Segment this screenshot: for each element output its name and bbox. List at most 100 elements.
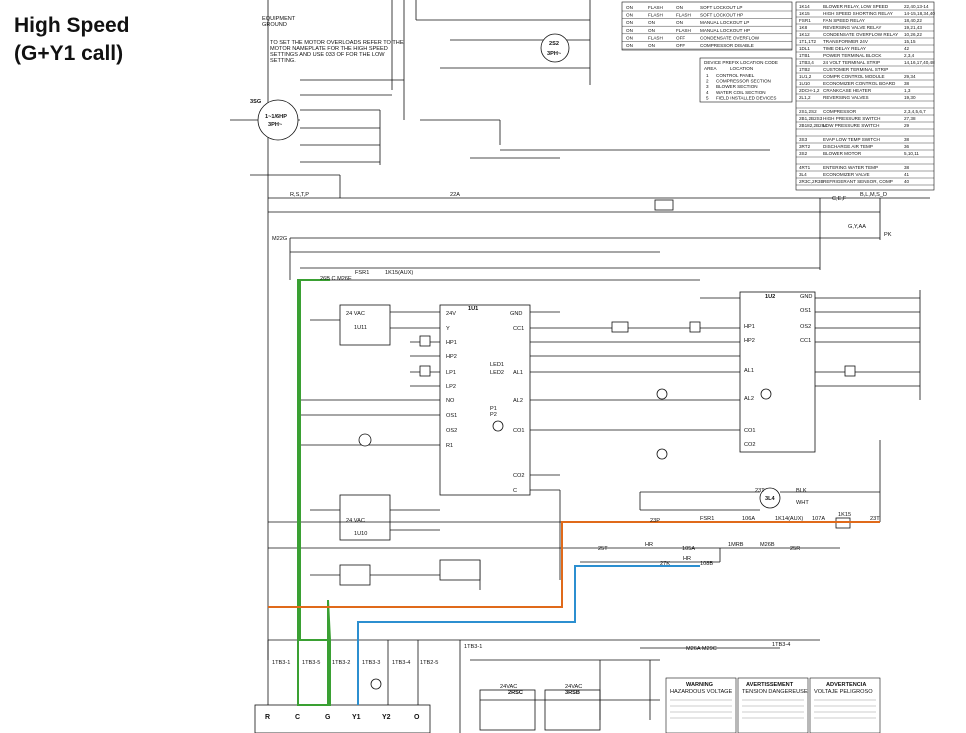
svg-text:2S2: 2S2: [549, 41, 559, 47]
svg-text:1TB3-1: 1TB3-1: [464, 644, 482, 650]
legend-table-cell: 1U10: [799, 81, 810, 86]
legend-table-cell: BLOWER RELAY, LOW SPEED: [823, 4, 889, 9]
status-table-cell: ON: [648, 43, 655, 48]
svg-text:1U10: 1U10: [354, 531, 367, 537]
svg-text:C: C: [513, 488, 517, 494]
svg-text:3RSB: 3RSB: [565, 690, 580, 696]
svg-text:108B: 108B: [700, 561, 713, 567]
svg-text:CC1: CC1: [513, 326, 524, 332]
relay-coil-1K12: [654, 199, 674, 211]
svg-text:1U1: 1U1: [468, 306, 478, 312]
svg-text:GND: GND: [510, 311, 522, 317]
overload-note: TO SET THE MOTOR OVERLOADS REFER TO THE: [270, 40, 404, 46]
legend-table-cell: 38: [904, 165, 910, 170]
legend-table-cell: REVERSING VALVE RELAY: [823, 25, 881, 30]
legend-table-cell: 1K12: [799, 32, 810, 37]
svg-text:LED2: LED2: [490, 370, 504, 376]
svg-text:P2: P2: [490, 412, 497, 418]
svg-text:24VAC: 24VAC: [500, 684, 517, 690]
svg-text:R,S,T,P: R,S,T,P: [290, 192, 309, 198]
legend-table-cell: REFRIGERANT SENSOR, COMP: [823, 179, 893, 184]
svg-text:AL1: AL1: [513, 370, 523, 376]
components: [257, 33, 856, 690]
status-table-cell: ON: [626, 43, 633, 48]
svg-text:Y: Y: [446, 326, 450, 332]
svg-text:HP1: HP1: [744, 324, 755, 330]
status-table-cell: MANUAL LOCKOUT LP: [700, 20, 749, 25]
device-table-cell: WATER COIL SECTION: [716, 90, 766, 95]
svg-text:NO: NO: [446, 398, 455, 404]
svg-text:LP1: LP1: [446, 370, 456, 376]
svg-text:2RSC: 2RSC: [508, 690, 523, 696]
svg-text:GND: GND: [800, 294, 812, 300]
svg-text:3L4: 3L4: [765, 496, 776, 502]
device-table-cell: 3: [706, 84, 709, 89]
green-ground-path: [297, 279, 331, 706]
svg-text:HP2: HP2: [446, 354, 457, 360]
legend-table-cell: 14,16,17,40,48: [904, 60, 935, 65]
title-line-1: High Speed: [14, 14, 130, 37]
svg-text:27K: 27K: [660, 561, 670, 567]
legend-table-cell: 2L1,2: [799, 95, 811, 100]
legend-table-cell: HIGH SPEED SHORTING RELAY: [823, 11, 893, 16]
legend-table-cell: 19,21,43: [904, 25, 922, 30]
legend-table-cell: 18,40,22: [904, 18, 922, 23]
status-table-cell: SOFT LOCKOUT LP: [700, 5, 742, 10]
legend-table-cell: 2,3,4,5,6,7: [904, 109, 926, 114]
svg-text:HAZARDOUS VOLTAGE: HAZARDOUS VOLTAGE: [670, 689, 733, 695]
legend-table-cell: 2B1,2B2S3: [799, 116, 823, 121]
legend-table-cell: CUSTOMER TERMINAL STRIP: [823, 67, 888, 72]
legend-table-cell: LOW PRESSURE SWITCH: [823, 123, 879, 128]
svg-text:1U11: 1U11: [354, 325, 367, 331]
legend-table-cell: DISCHARGE AIR TEMP: [823, 144, 873, 149]
legend-table-cell: 2S1,2S2: [799, 109, 817, 114]
status-table-cell: SOFT LOCKOUT HP: [700, 13, 743, 18]
status-table-cell: OFF: [676, 35, 685, 40]
legend-table-cell: TIME DELAY RELAY: [823, 46, 866, 51]
status-table-cell: FLASH: [676, 28, 691, 33]
warning-title-es: ADVERTENCIA: [826, 682, 866, 688]
svg-text:VOLTAJE PELIGROSO: VOLTAJE PELIGROSO: [814, 689, 873, 695]
legend-table-cell: 1DL1: [799, 46, 810, 51]
svg-text:CO2: CO2: [513, 473, 525, 479]
svg-text:22A: 22A: [450, 192, 460, 198]
svg-text:107A: 107A: [812, 516, 825, 522]
svg-text:1TB3-5: 1TB3-5: [302, 660, 320, 666]
svg-text:OS1: OS1: [446, 413, 457, 419]
svg-text:26B C M26E: 26B C M26E: [320, 276, 352, 282]
svg-text:LED1: LED1: [490, 362, 504, 368]
legend-table-cell: 24 VOLT TERMINAL STRIP: [823, 60, 880, 65]
svg-text:25R: 25R: [790, 546, 800, 552]
svg-text:3PH~: 3PH~: [268, 122, 283, 128]
legend-table-cell: 1,3: [904, 88, 911, 93]
compressor-motor-symbol: [540, 33, 570, 63]
device-table-cell: FIELD INSTALLED DEVICES: [716, 95, 776, 100]
svg-text:HR: HR: [645, 542, 653, 548]
svg-text:C,E,F: C,E,F: [832, 196, 847, 202]
svg-text:M26A M29C: M26A M29C: [686, 646, 717, 652]
svg-text:3PH~: 3PH~: [547, 51, 562, 57]
legend-table-cell: 2,3,4: [904, 53, 915, 58]
legend-table-cell: 41: [904, 172, 910, 177]
svg-text:105A: 105A: [682, 546, 695, 552]
legend-table-cell: 38: [904, 81, 910, 86]
svg-text:23T: 23T: [870, 516, 880, 522]
title-line-2: (G+Y1 call): [14, 42, 124, 65]
svg-text:1K15: 1K15: [838, 512, 851, 518]
green-ground-path-main: [299, 279, 329, 705]
svg-text:B,L,M,S_D: B,L,M,S_D: [860, 192, 887, 198]
svg-text:HP2: HP2: [744, 338, 755, 344]
svg-text:TENSION DANGEREUSE: TENSION DANGEREUSE: [742, 689, 808, 695]
warning-title-en: WARNING: [686, 682, 713, 688]
status-table-cell: ON: [626, 13, 633, 18]
status-table-cell: CONDENSATE OVERFLOW: [700, 35, 760, 40]
status-table-cell: MANUAL LOCKOUT HP: [700, 28, 750, 33]
svg-text:106A: 106A: [742, 516, 755, 522]
svg-text:HR: HR: [683, 556, 691, 562]
svg-text:LP2: LP2: [446, 384, 456, 390]
svg-text:1TB2-5: 1TB2-5: [420, 660, 438, 666]
svg-text:1U2: 1U2: [765, 294, 775, 300]
svg-text:AREA: AREA: [704, 66, 717, 71]
device-table-cell: 5: [706, 95, 709, 100]
